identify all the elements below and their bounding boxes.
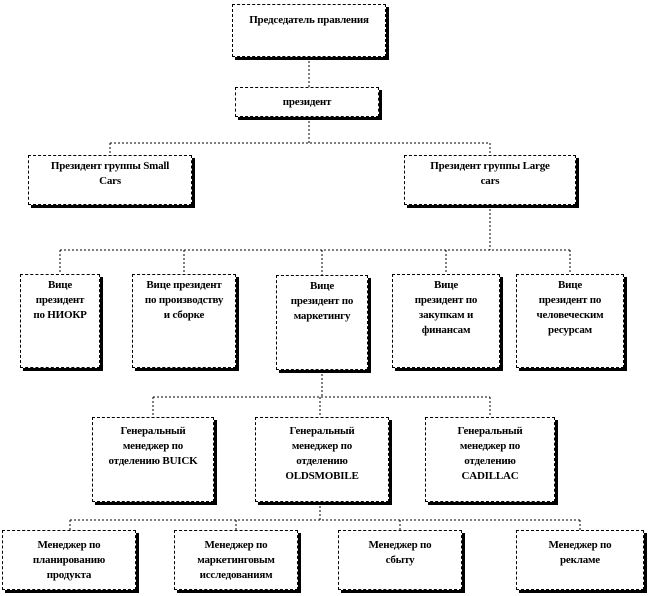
vp-hr-line-1: Вице (557, 279, 583, 291)
mgr-product-planning-line-3: продукта (46, 568, 92, 581)
box-manager-product-planning: Менеджер по планированию продукта (2, 530, 136, 590)
vp-production-line-3: и сборке (163, 308, 205, 321)
vp-marketing-line-3: маркетингу (293, 309, 351, 322)
mgr-sales-line-1: Менеджер по (368, 539, 432, 551)
gm-cadillac-line-3: отделению (464, 454, 516, 467)
box-group-president-small-cars: Президент группы Small Cars (28, 155, 192, 205)
box-vp-production: Вице президент по производству и сборке (132, 274, 236, 368)
box-president-line-1: президент (282, 96, 332, 108)
vp-marketing-line-1: Вице (309, 280, 335, 292)
vp-procurement-line-3: закупкам и (418, 308, 474, 321)
box-vp-hr: Вице президент по человеческим ресурсам (516, 274, 624, 368)
gm-cadillac-line-2: менеджер по (459, 439, 521, 452)
box-vp-procurement-finance: Вице президент по закупкам и финансам (392, 274, 500, 368)
vp-hr-line-3: человеческим (536, 308, 604, 321)
vp-production-line-2: по производству (144, 293, 224, 306)
gm-cadillac-line-4: CADILLAC (461, 469, 519, 482)
large-cars-line-2: cars (480, 174, 500, 187)
mgr-advertising-line-1: Менеджер по (548, 539, 612, 551)
small-cars-line-2: Cars (99, 174, 121, 187)
box-president: президент (235, 87, 379, 117)
mgr-marketing-research-line-2: маркетинговым (197, 553, 275, 566)
gm-oldsmobile-line-1: Генеральный (289, 425, 355, 437)
box-gm-cadillac: Генеральный менеджер по отделению CADILL… (425, 417, 555, 502)
mgr-advertising-line-2: рекламе (560, 553, 600, 566)
gm-buick-line-3: отделению BUICK (108, 454, 198, 467)
vp-procurement-line-2: президент по (414, 293, 478, 306)
gm-cadillac-line-1: Генеральный (457, 425, 523, 437)
vp-rnd-line-3: по НИОКР (33, 308, 87, 321)
box-gm-buick: Генеральный менеджер по отделению BUICK (92, 417, 214, 502)
vp-procurement-line-1: Вице (433, 279, 459, 291)
vp-marketing-line-2: президент по (290, 294, 354, 307)
vp-procurement-line-4: финансам (421, 323, 471, 336)
box-chairman: Председатель правления (232, 4, 386, 57)
gm-oldsmobile-line-4: OLDSMOBILE (285, 469, 359, 482)
mgr-marketing-research-line-1: Менеджер по (204, 539, 268, 551)
gm-oldsmobile-line-3: отделению (296, 454, 348, 467)
box-manager-sales: Менеджер по сбыту (338, 530, 462, 590)
vp-rnd-line-1: Вице (47, 279, 73, 291)
mgr-marketing-research-line-3: исследованиям (199, 568, 273, 581)
vp-hr-line-2: президент по (538, 293, 602, 306)
box-group-president-large-cars: Президент группы Large cars (404, 155, 576, 205)
mgr-product-planning-line-2: планированию (32, 553, 106, 566)
box-manager-advertising: Менеджер по рекламе (516, 530, 644, 590)
vp-production-line-1: Вице президент (146, 279, 222, 291)
box-vp-marketing: Вице президент по маркетингу (276, 275, 368, 370)
mgr-sales-line-2: сбыту (385, 553, 415, 566)
large-cars-line-1: Президент группы Large (430, 160, 550, 172)
box-manager-marketing-research: Менеджер по маркетинговым исследованиям (174, 530, 298, 590)
box-chairman-line-1: Председатель правления (249, 14, 369, 26)
mgr-product-planning-line-1: Менеджер по (37, 539, 101, 551)
box-vp-rnd: Вице президент по НИОКР (20, 274, 100, 368)
box-gm-oldsmobile: Генеральный менеджер по отделению OLDSMO… (255, 417, 389, 502)
gm-buick-line-2: менеджер по (122, 439, 184, 452)
vp-rnd-line-2: президент (35, 293, 85, 306)
gm-oldsmobile-line-2: менеджер по (291, 439, 353, 452)
vp-hr-line-4: ресурсам (548, 323, 592, 336)
gm-buick-line-1: Генеральный (120, 425, 186, 437)
small-cars-line-1: Президент группы Small (50, 160, 170, 172)
